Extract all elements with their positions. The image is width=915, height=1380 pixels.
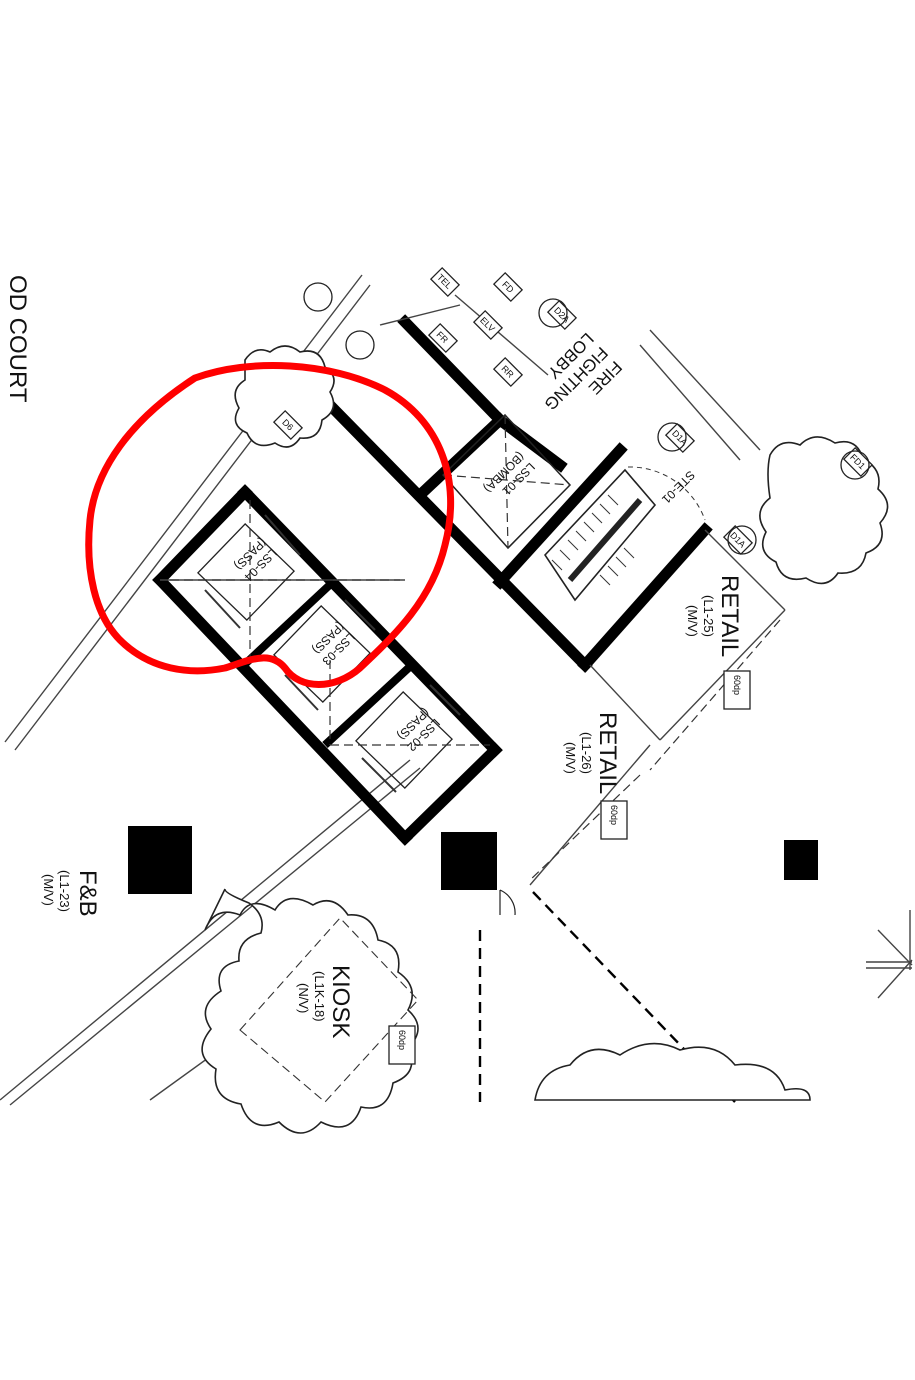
equipment-tags: TEL FR ELV RR FD D2A D1A D1A FD1 D6	[272, 266, 874, 556]
retail-l1-25-label: RETAIL (L1-25) (M/V)	[685, 575, 743, 657]
svg-text:(M/V): (M/V)	[41, 874, 56, 906]
lss01-label: LSS-01 (BOMBA)	[481, 449, 538, 498]
svg-text:(L1-26): (L1-26)	[579, 732, 594, 774]
door-tag-60dp-2: 60dp	[600, 800, 628, 840]
lift-bank	[152, 484, 503, 846]
lss04-label: LSS-04 (PASS)	[232, 535, 280, 584]
svg-text:(L1-23): (L1-23)	[57, 870, 72, 912]
staircase-ste01	[543, 466, 706, 602]
annotation-circle	[85, 362, 455, 688]
fire-fighting-lobby-label: FIRE FIGHTING LOBBY	[541, 329, 626, 414]
shaft-lss01	[441, 413, 572, 550]
svg-text:RETAIL: RETAIL	[594, 712, 621, 794]
svg-text:(M/V): (M/V)	[563, 742, 578, 774]
kiosk-l1k-18-label: KIOSK (L1K-18) (N/V)	[296, 965, 354, 1038]
fb-l1-23-label: F&B (L1-23) (M/V)	[41, 870, 101, 917]
svg-text:RETAIL: RETAIL	[716, 575, 743, 657]
svg-text:60dp: 60dp	[732, 675, 742, 695]
kiosk-planter	[201, 888, 419, 1134]
svg-text:(L1-25): (L1-25)	[701, 595, 716, 637]
lss03-label: LSS-03 (PASS)	[310, 619, 358, 668]
svg-text:60dp: 60dp	[397, 1030, 407, 1050]
retail-l1-26-label: RETAIL (L1-26) (M/V)	[563, 712, 621, 794]
right-edge-details	[866, 910, 913, 999]
svg-text:60dp: 60dp	[609, 805, 619, 825]
svg-text:(M/V): (M/V)	[685, 605, 700, 637]
service-core	[312, 294, 786, 886]
svg-text:(N/V): (N/V)	[296, 983, 311, 1013]
svg-text:(L1K-18): (L1K-18)	[312, 971, 327, 1022]
svg-text:KIOSK: KIOSK	[327, 965, 354, 1038]
door-tag-60dp-3: 60dp	[388, 1025, 416, 1065]
od-court-label: OD COURT	[4, 275, 31, 403]
door-tag-60dp-1: 60dp	[723, 670, 751, 710]
svg-text:F&B: F&B	[74, 870, 101, 917]
ste01-label: STE-01	[659, 468, 698, 507]
lss02-label: LSS-02 (PASS)	[395, 705, 443, 754]
